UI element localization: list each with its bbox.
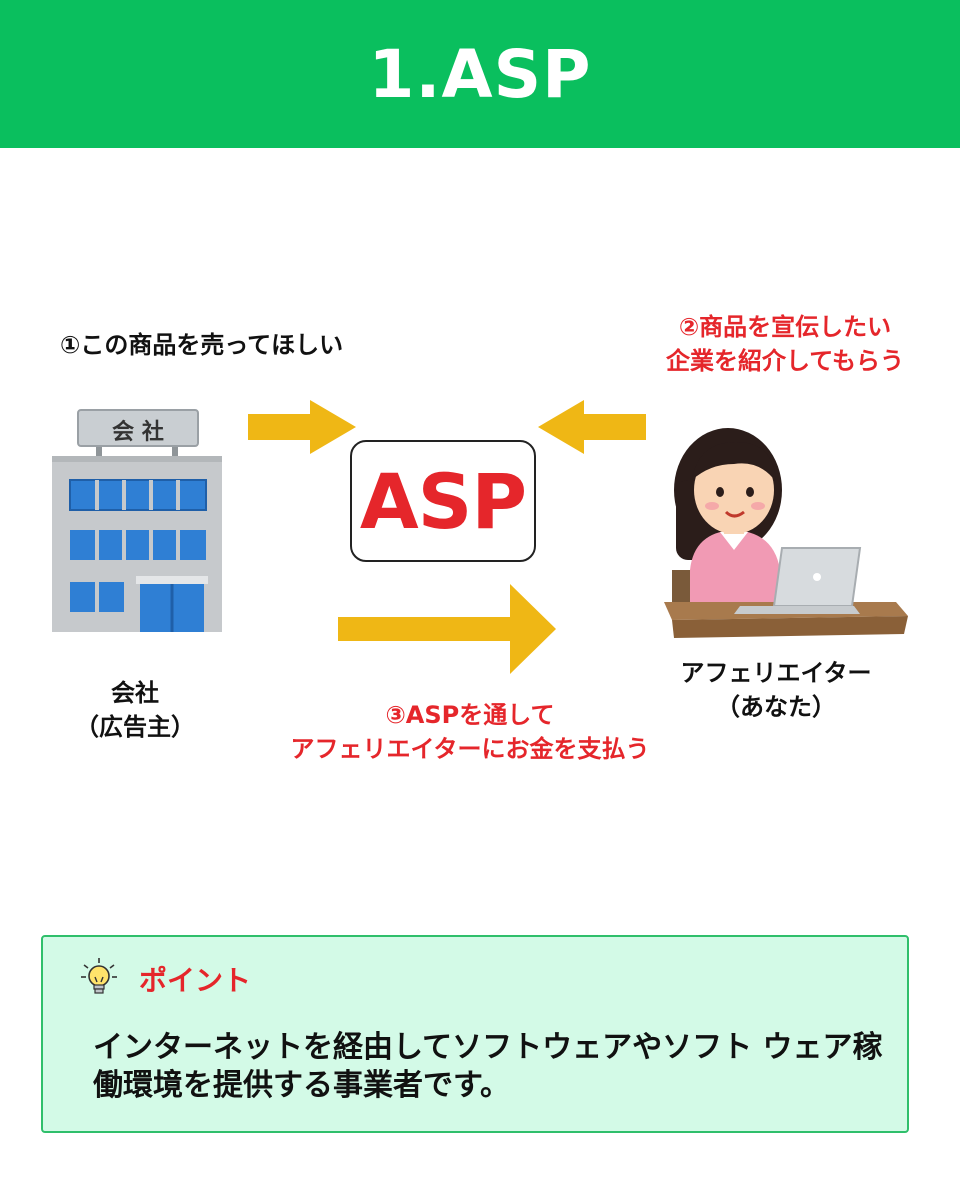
point-text: インターネットを経由してソフトウェアやソフト ウェア稼働環境を提供する事業者です… <box>93 1030 883 1103</box>
affiliate-label-line2: （あなた） <box>716 693 836 721</box>
arrow-affiliate-to-asp <box>538 400 646 454</box>
lightbulb-icon <box>81 958 117 994</box>
arrow-company-to-asp <box>248 400 356 454</box>
affiliate-person-icon <box>664 428 908 638</box>
company-label: 会社 （広告主） <box>50 676 220 744</box>
step2-line2: 企業を紹介してもらう <box>665 347 905 375</box>
company-building-icon <box>52 409 222 632</box>
company-label-line1: 会社 <box>111 679 159 707</box>
company-sign-text: 会 社 <box>112 420 164 445</box>
step3-line2: アフェリエイターにお金を支払う <box>290 735 650 763</box>
asp-label: ASP <box>359 456 527 546</box>
header-bar: 1.ASP <box>0 0 960 148</box>
arrow-payment-to-affiliate <box>338 584 556 674</box>
asp-box: ASP <box>350 440 536 562</box>
step3-caption: ③ASPを通して アフェリエイターにお金を支払う <box>280 698 660 766</box>
company-label-line2: （広告主） <box>75 713 195 741</box>
affiliate-label-line1: アフェリエイター <box>680 659 872 687</box>
step2-line1: ②商品を宣伝したい <box>678 313 892 341</box>
step3-line1: ③ASPを通して <box>385 701 555 729</box>
step1-caption: ①この商品を売ってほしい <box>60 331 344 359</box>
step2-caption: ②商品を宣伝したい 企業を紹介してもらう <box>640 310 930 378</box>
page-title: 1.ASP <box>368 35 592 113</box>
affiliate-label: アフェリエイター （あなた） <box>650 656 902 724</box>
point-title: ポイント <box>139 964 252 997</box>
point-box: ポイント インターネットを経由してソフトウェアやソフト ウェア稼働環境を提供する… <box>41 935 909 1133</box>
